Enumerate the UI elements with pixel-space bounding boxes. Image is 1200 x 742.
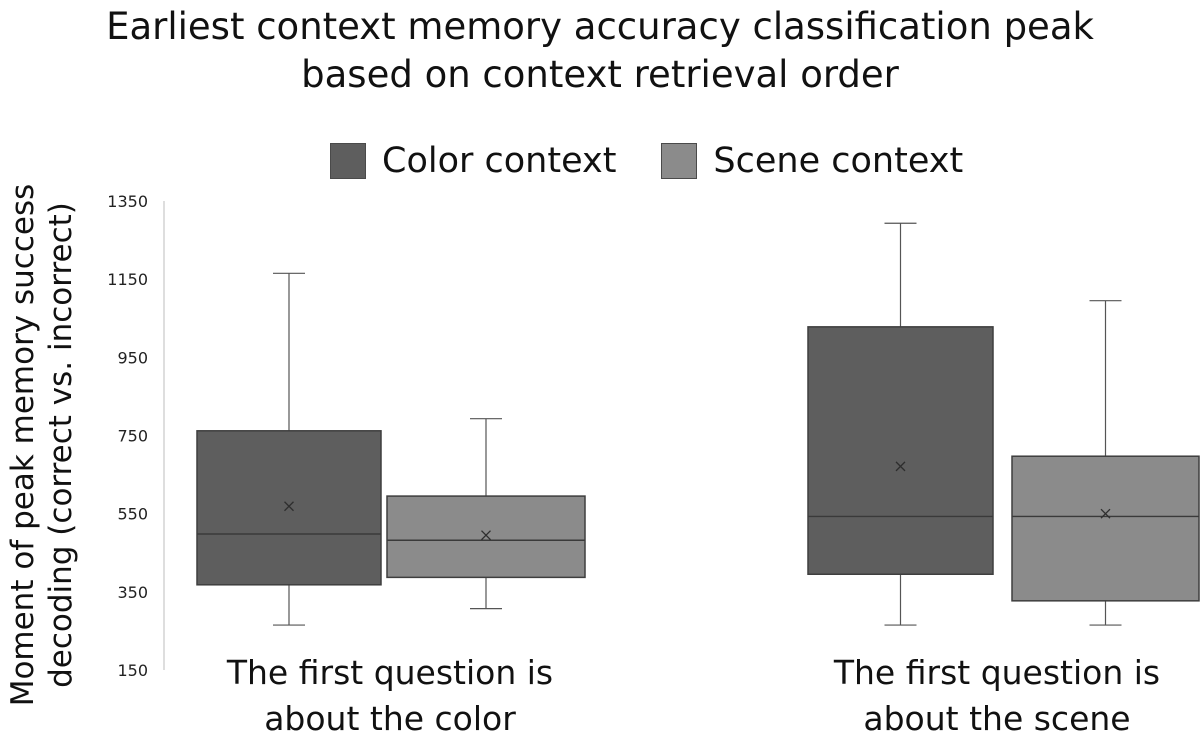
chart-title-line-2: based on context retrieval order	[301, 53, 899, 96]
y-tick-label: 750	[117, 427, 148, 446]
x-category-label-color-line-2: about the color	[264, 699, 516, 738]
chart-title-line-1: Earliest context memory accuracy classif…	[106, 5, 1094, 48]
x-category-label-scene-line-2: about the scene	[863, 699, 1131, 738]
box-scene-context-cat2	[1011, 455, 1200, 602]
legend-label-scene-context: Scene context	[713, 141, 964, 181]
legend-label-color-context: Color context	[382, 141, 617, 181]
y-tick-label: 350	[117, 583, 148, 602]
y-tick-label: 150	[117, 661, 148, 680]
mean-marker-scene-context-cat1	[481, 530, 491, 541]
y-tick-label: 950	[117, 348, 148, 367]
legend: Color context Scene context	[330, 141, 1008, 181]
y-tick-label: 550	[117, 505, 148, 524]
legend-swatch-scene-context	[661, 143, 698, 179]
y-tick-label: 1150	[107, 270, 148, 289]
legend-item-color-context: Color context	[330, 141, 616, 181]
box-color-context-cat1	[196, 430, 382, 586]
x-category-label-scene-line-1: The first question is	[833, 653, 1161, 692]
legend-item-scene-context: Scene context	[661, 141, 963, 181]
box-color-context-cat2	[807, 326, 994, 575]
mean-marker-scene-context-cat2	[1100, 508, 1111, 519]
legend-swatch-color-context	[330, 143, 366, 179]
y-tick-label: 1350	[107, 192, 148, 211]
x-category-label-scene: The first question is about the scene	[787, 650, 1200, 742]
x-category-label-color: The first question is about the color	[180, 650, 600, 742]
box-scene-context-cat1	[386, 495, 586, 579]
x-category-label-color-line-1: The first question is	[226, 653, 554, 692]
mean-marker-color-context-cat2	[895, 461, 906, 472]
mean-marker-color-context-cat1	[284, 501, 294, 512]
